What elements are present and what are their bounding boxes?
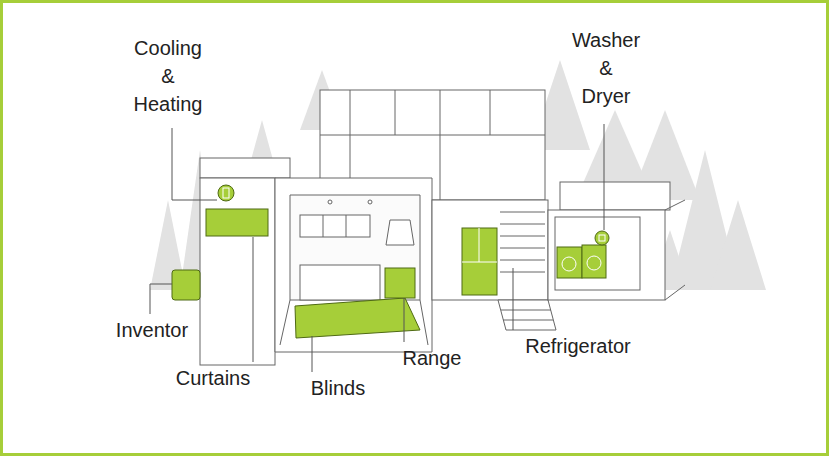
washer — [557, 247, 582, 278]
washer-icon — [595, 231, 609, 245]
part-label: Cooling & Heating — [128, 34, 208, 118]
part-label: Range — [403, 344, 462, 372]
part-label: Refrigerator — [525, 332, 631, 360]
part-label: Washer & Dryer — [566, 26, 646, 110]
part-label: Inventor — [116, 316, 188, 344]
leader-lines — [150, 124, 604, 372]
part-label: Curtains — [176, 364, 250, 392]
range — [385, 268, 415, 298]
house — [200, 90, 685, 365]
thermostat-icon — [218, 185, 234, 201]
curtain — [206, 209, 268, 236]
part-label: Blinds — [311, 374, 365, 402]
blinds-floor — [295, 298, 420, 338]
dryer — [582, 245, 606, 278]
refrigerator — [462, 228, 497, 295]
garage-lines — [500, 212, 545, 272]
inverter-box — [172, 270, 200, 300]
smart-devices — [172, 185, 609, 338]
